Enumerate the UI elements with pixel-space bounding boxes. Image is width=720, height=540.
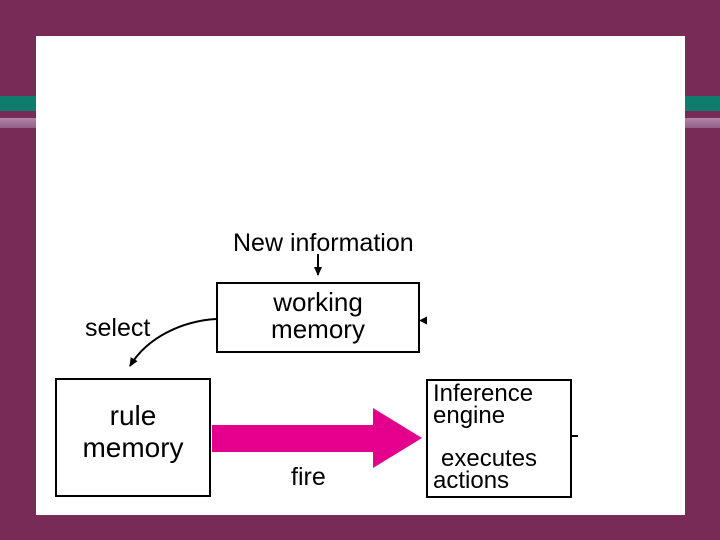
rule-memory-line2: memory xyxy=(82,432,184,463)
inference-line3: executes xyxy=(441,445,538,472)
working-memory-return-arrowhead xyxy=(419,316,427,325)
select-arrow xyxy=(129,318,217,367)
new-information-label: New information xyxy=(233,229,414,257)
rule-memory-box: rule memory xyxy=(55,378,211,497)
select-label: select xyxy=(85,314,151,342)
inference-line2: engine xyxy=(433,402,506,429)
rule-memory-line1: rule xyxy=(109,400,157,431)
inference-line4: actions xyxy=(433,467,510,494)
inference-engine-box: Inference engine executes actions xyxy=(426,379,572,498)
fire-arrow xyxy=(212,408,422,468)
fire-label: fire xyxy=(291,463,326,491)
inference-line1: Inference xyxy=(433,380,534,407)
working-memory-line2: memory xyxy=(271,314,365,344)
working-memory-line1: working xyxy=(273,287,363,317)
working-memory-box: working memory xyxy=(216,282,420,353)
